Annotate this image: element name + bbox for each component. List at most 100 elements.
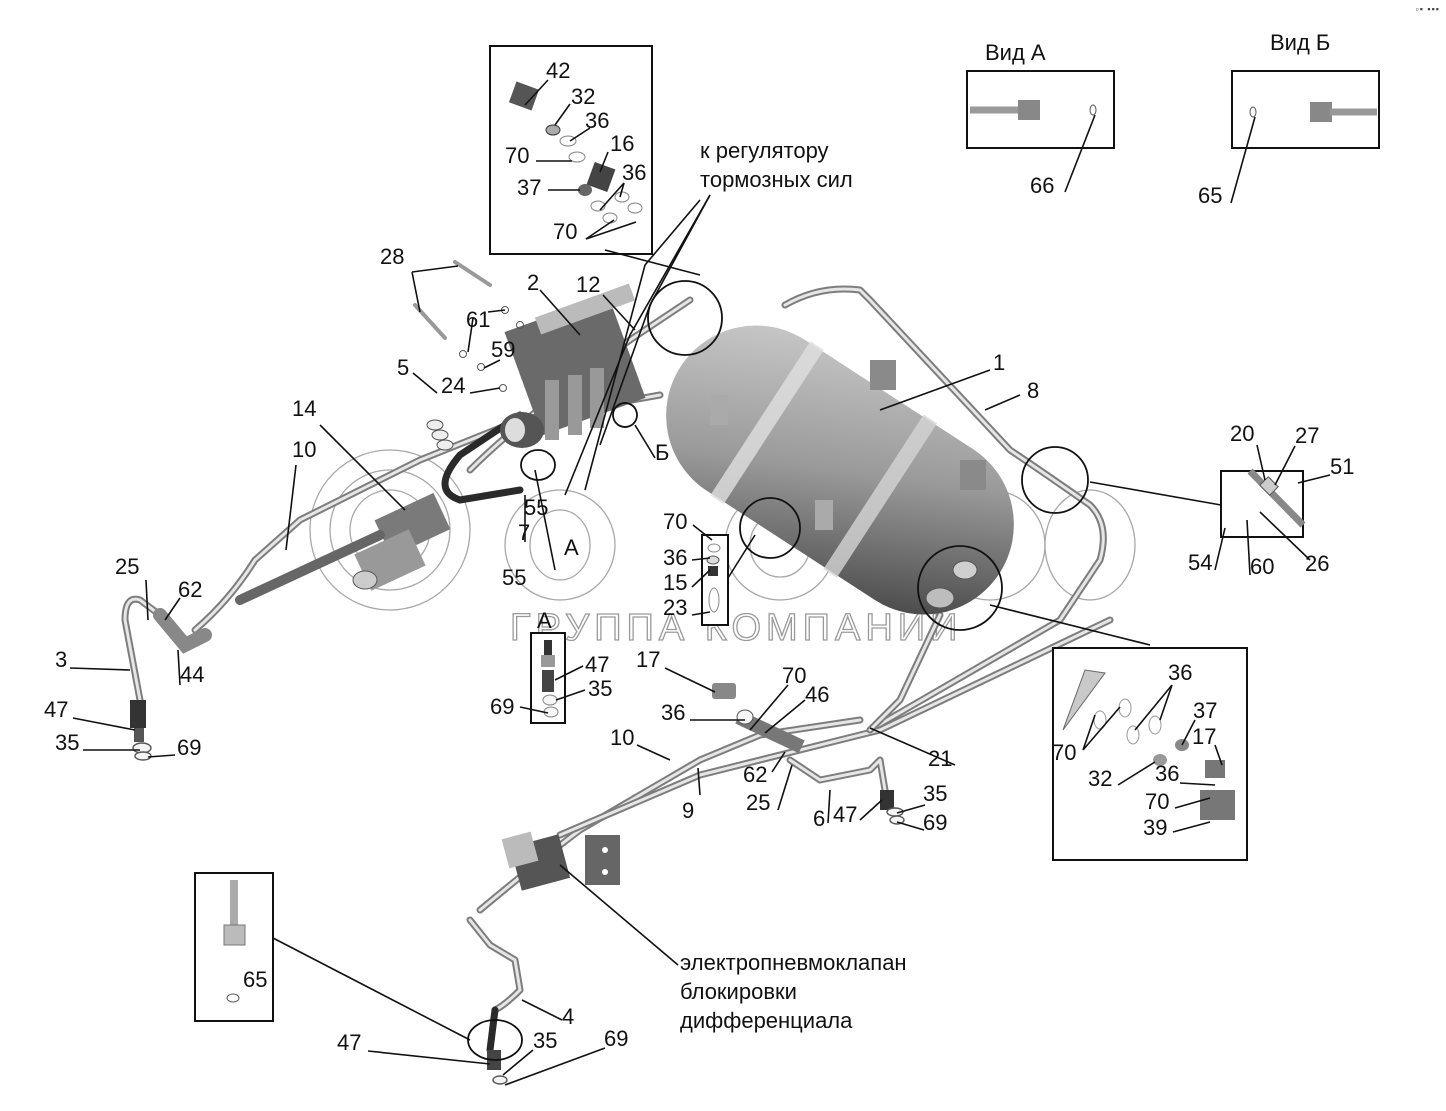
- part-label: 36: [1168, 660, 1192, 685]
- part-label: 70: [505, 143, 529, 168]
- part-label: 69: [490, 694, 514, 719]
- part-label: 25: [115, 554, 139, 579]
- part-label: 47: [833, 802, 857, 827]
- part-label: 36: [1155, 761, 1179, 786]
- inset-small-center: [701, 534, 729, 626]
- part-label: 24: [441, 373, 465, 398]
- leader-lines: [69, 79, 1331, 1086]
- part-label: 5: [397, 355, 409, 380]
- part-label: 46: [805, 682, 829, 707]
- part-label: 36: [661, 700, 685, 725]
- inset-small-center-labels: 70 36 15 23: [663, 509, 687, 620]
- callout-line-2: блокировки: [680, 979, 797, 1004]
- inset-right-bottom: [1052, 647, 1248, 861]
- part-label: 44: [180, 662, 204, 687]
- part-label: 4: [562, 1004, 574, 1029]
- part-label: 51: [1330, 454, 1354, 479]
- part-label: 54: [1188, 550, 1212, 575]
- part-label: 69: [177, 735, 201, 760]
- part-label: 27: [1295, 423, 1319, 448]
- part-label: 59: [491, 337, 515, 362]
- view-b-part: 65: [1198, 183, 1222, 208]
- inset-right-mid-labels: 20 27 51 54 60 26: [1188, 421, 1354, 579]
- view-b-box: [1231, 70, 1380, 149]
- inset-top: [489, 45, 653, 255]
- part-label: 70: [1052, 740, 1076, 765]
- part-label: 42: [546, 58, 570, 83]
- part-label: 37: [1193, 698, 1217, 723]
- part-label: 32: [571, 84, 595, 109]
- part-label: 35: [588, 676, 612, 701]
- inset-right-mid: [1220, 468, 1306, 538]
- section-marker-b: Б: [655, 440, 669, 465]
- callout-line-1: к регулятору: [700, 138, 829, 163]
- valve-14[interactable]: [235, 492, 451, 605]
- part-label: 10: [610, 725, 634, 750]
- inset-a-title: А: [537, 608, 552, 633]
- part-label: 61: [466, 307, 490, 332]
- part-label: 62: [178, 577, 202, 602]
- part-label: 55: [524, 495, 548, 520]
- part-label: 47: [337, 1030, 361, 1055]
- part-label: 2: [527, 270, 539, 295]
- part-label: 47: [585, 652, 609, 677]
- part-label: 10: [292, 437, 316, 462]
- callout-brake-regulator: к регулятору тормозных сил: [700, 138, 853, 192]
- callout-electro-valve: электропневмоклапан блокировки дифференц…: [680, 950, 907, 1033]
- part-label: 35: [533, 1028, 557, 1053]
- callout-line-3: дифференциала: [680, 1008, 853, 1033]
- part-label: 1: [993, 350, 1005, 375]
- window-controls-icon[interactable]: ▫▪ ▪▪▪: [1415, 4, 1440, 14]
- part-label: 65: [243, 967, 267, 992]
- part-label: 36: [663, 545, 687, 570]
- part-label: 26: [1305, 551, 1329, 576]
- inset-top-labels: 42 32 36 70 16 36 37 70: [505, 58, 646, 244]
- part-label: 47: [44, 697, 68, 722]
- part-label: 35: [55, 730, 79, 755]
- inset-a-labels: 47 35 69: [490, 652, 612, 719]
- part-label: 36: [622, 160, 646, 185]
- part-label: 3: [55, 647, 67, 672]
- part-label: 8: [1027, 378, 1039, 403]
- part-label: 69: [604, 1026, 628, 1051]
- view-a-part: 66: [1030, 173, 1054, 198]
- electropneumatic-valve[interactable]: [501, 831, 620, 891]
- part-label: 23: [663, 595, 687, 620]
- part-label: 55: [502, 565, 526, 590]
- part-label: 70: [663, 509, 687, 534]
- part-label: 15: [663, 570, 687, 595]
- part-label: 69: [923, 810, 947, 835]
- part-label: 25: [746, 790, 770, 815]
- part-label: 62: [743, 762, 767, 787]
- part-label: 32: [1088, 766, 1112, 791]
- watermark: ГРУППА КОМПАНИЙ: [309, 449, 1136, 650]
- air-tank[interactable]: [631, 289, 1050, 650]
- main-part-labels: 28 2 12 61 59 5 24 14 10 55 7 55 1 8 25 …: [44, 244, 1039, 1055]
- part-label: 70: [782, 663, 806, 688]
- part-label: 39: [1143, 815, 1167, 840]
- inset-bottom-left: [194, 872, 274, 1022]
- part-label: 20: [1230, 421, 1254, 446]
- part-label: 12: [576, 272, 600, 297]
- view-a-title: Вид А: [985, 40, 1046, 65]
- part-label: 21: [928, 746, 952, 771]
- part-label: 6: [813, 806, 825, 831]
- part-label: 36: [585, 108, 609, 133]
- part-label: 60: [1250, 554, 1274, 579]
- part-label: 17: [1192, 724, 1216, 749]
- callout-line-2: тормозных сил: [700, 167, 853, 192]
- section-marker-a: А: [564, 535, 579, 560]
- view-b-title: Вид Б: [1270, 30, 1330, 55]
- part-label: 35: [923, 781, 947, 806]
- part-label: 16: [610, 131, 634, 156]
- part-label: 9: [682, 798, 694, 823]
- detail-circles: [467, 280, 1089, 1061]
- part-label: 7: [518, 520, 530, 545]
- callout-line-1: электропневмоклапан: [680, 950, 907, 975]
- part-label: 28: [380, 244, 404, 269]
- part-label: 70: [553, 219, 577, 244]
- watermark-subtitle: ГРУППА КОМПАНИЙ: [510, 604, 962, 649]
- part-label: 17: [636, 647, 660, 672]
- valve-block[interactable]: [500, 283, 646, 448]
